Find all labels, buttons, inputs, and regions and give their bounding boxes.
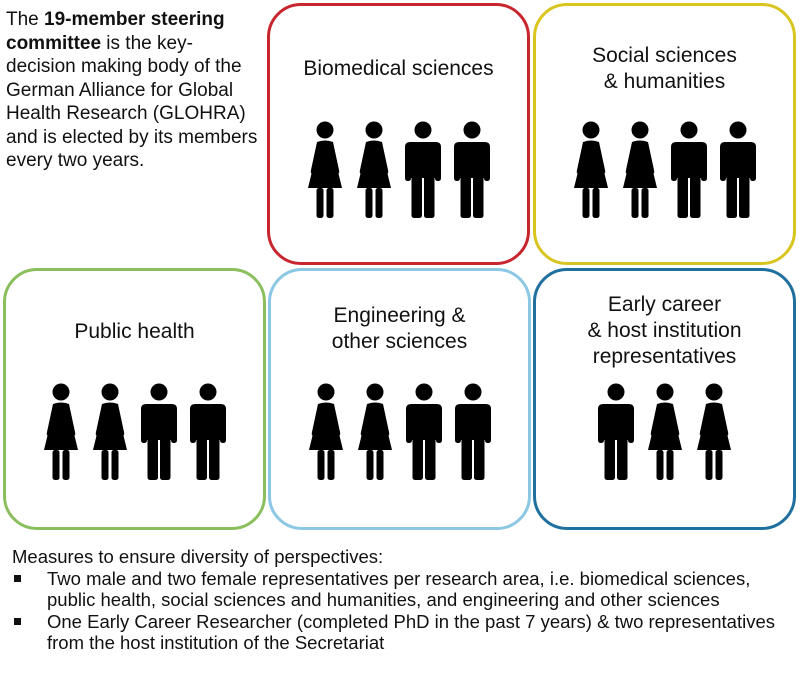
list-item: One Early Career Researcher (completed P… [12,611,792,654]
male-person-icon [597,383,634,480]
measures-heading: Measures to ensure diversity of perspect… [12,546,384,567]
card-title: Biomedical sciences [303,57,494,80]
square-bullet-icon [14,617,21,625]
male-person-icon [190,383,226,480]
male-person-icon [455,383,491,480]
people-group [270,121,527,219]
male-person-icon [720,121,756,218]
people-group [271,383,528,481]
female-person-icon [308,121,342,218]
female-person-icon [44,383,78,480]
card-engineering: Engineering & other sciences [268,268,531,530]
diversity-measures: Measures to ensure diversity of perspect… [12,546,792,654]
measures-list: Two male and two female representatives … [12,568,792,654]
female-person-icon [574,121,608,218]
card-early-career: Early career & host institution represen… [533,268,796,530]
people-group [536,121,793,219]
female-person-icon [93,383,127,480]
male-person-icon [454,121,490,218]
square-bullet-icon [14,574,21,582]
card-title: Engineering & other sciences [331,304,468,353]
card-biomedical: Biomedical sciences [267,3,530,265]
female-person-icon [623,121,657,218]
intro-text: The 19-member steering committee is the … [6,8,258,173]
card-social-sciences: Social sciences & humanities [533,3,796,265]
measure-text: One Early Career Researcher (completed P… [47,610,775,654]
card-title: Public health [74,320,195,343]
measure-text: Two male and two female representatives … [47,567,751,611]
list-item: Two male and two female representatives … [12,568,792,611]
female-person-icon [358,383,392,480]
card-public-health: Public health [3,268,266,530]
male-person-icon [141,383,177,480]
female-person-icon [357,121,391,218]
female-person-icon [309,383,343,480]
male-person-icon [406,383,442,480]
card-title: Social sciences & humanities [592,44,737,93]
intro-prefix: The [6,9,45,30]
people-group [6,383,263,481]
male-person-icon [405,121,441,218]
female-person-icon [696,383,731,480]
male-person-icon [671,121,707,218]
card-title: Early career & host institution represen… [587,293,742,368]
people-group [536,383,793,481]
intro-bold: 19-member steering committee [6,9,225,54]
intro-suffix: is the key-decision making body of the G… [6,32,258,172]
female-person-icon [647,383,682,480]
